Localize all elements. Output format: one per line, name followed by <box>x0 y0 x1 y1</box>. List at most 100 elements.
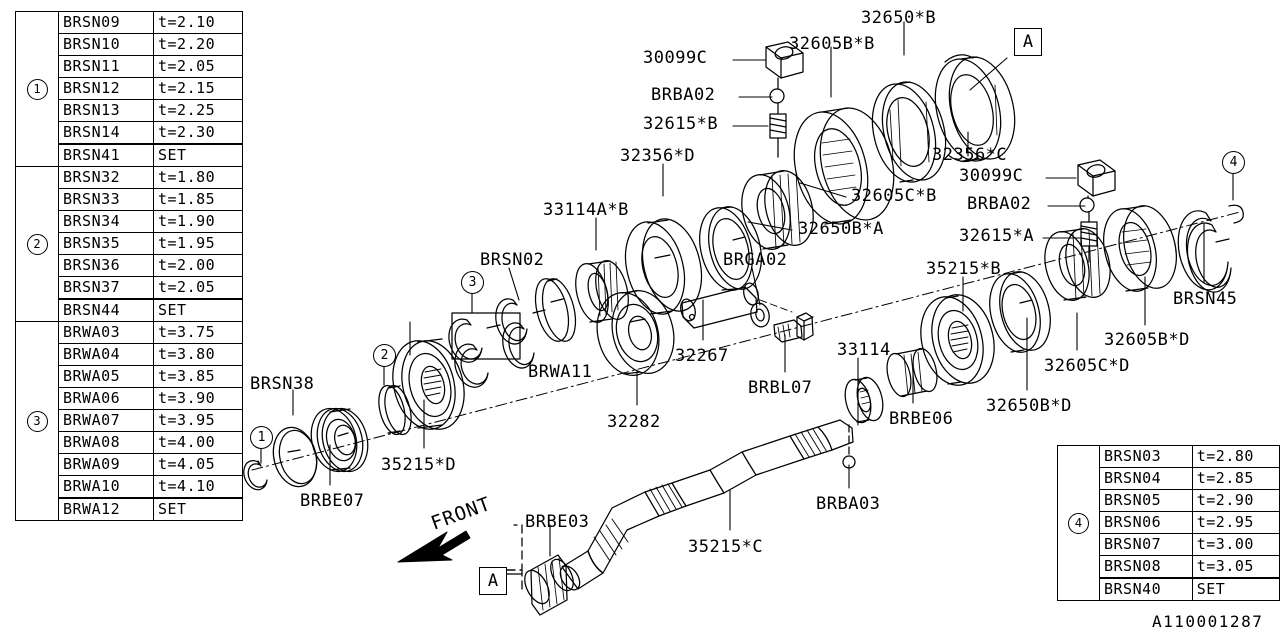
part-code-cell: BRSN12 <box>58 77 154 100</box>
part-ball-brba02-lower <box>1080 196 1094 212</box>
thickness-value-cell: SET <box>153 497 243 521</box>
front-direction-label: FRONT <box>428 492 494 535</box>
part-ball-brba02-upper <box>770 78 784 103</box>
thickness-value-cell: t=3.75 <box>153 321 243 344</box>
part-ring-32356d <box>616 213 710 321</box>
part-coupling-brbe03 <box>520 555 578 615</box>
part-code-cell: BRSN04 <box>1098 467 1193 490</box>
part-number-label: 30099C <box>643 48 708 68</box>
thickness-value-cell: t=2.90 <box>1191 489 1280 512</box>
part-cone-32605cd <box>1038 224 1117 305</box>
part-code-cell: BRSN13 <box>58 99 154 122</box>
thickness-value-cell: t=3.80 <box>153 343 243 366</box>
group-number-cell: 1 <box>15 11 59 167</box>
part-number-label: BRSN45 <box>1173 289 1238 309</box>
thickness-value-cell: t=2.05 <box>153 55 243 78</box>
part-ring-32650ba <box>692 201 770 296</box>
part-number-label: 33114 <box>837 340 891 360</box>
thickness-value-cell: SET <box>153 298 243 322</box>
part-code-cell: BRSN09 <box>58 11 154 34</box>
section-a-bracket <box>507 525 522 592</box>
part-number-label: 32650*B <box>861 8 937 28</box>
part-ring-32650bd <box>982 266 1058 357</box>
part-code-cell: BRSN33 <box>58 188 154 211</box>
part-number-label: 32615*B <box>643 114 719 134</box>
part-number-label: BRBL07 <box>748 378 813 398</box>
part-code-cell: BRSN11 <box>58 55 154 78</box>
thickness-value-cell: t=4.10 <box>153 475 243 499</box>
part-ring-32605bb <box>783 100 904 232</box>
part-code-cell: BRSN36 <box>58 254 154 277</box>
part-code-cell: BRSN41 <box>58 143 154 167</box>
part-code-cell: BRWA09 <box>58 453 154 476</box>
part-number-label: 32605B*D <box>1104 330 1190 350</box>
part-number-label: 30099C <box>959 166 1024 186</box>
thickness-value-cell: t=2.95 <box>1191 511 1280 534</box>
part-number-label: 32356*C <box>932 145 1008 165</box>
thickness-value-cell: t=4.00 <box>153 431 243 454</box>
part-number-label: 32605C*B <box>851 186 937 206</box>
part-spring-32615b <box>770 103 786 157</box>
thickness-value-cell: t=2.20 <box>153 33 243 56</box>
thickness-value-cell: SET <box>1191 577 1280 601</box>
callout-balloon: 4 <box>1222 151 1245 174</box>
part-number-label: BRBA03 <box>816 494 881 514</box>
thickness-value-cell: t=3.00 <box>1191 533 1280 556</box>
group-number-badge: 1 <box>26 79 48 100</box>
part-number-label: BRWA11 <box>528 362 593 382</box>
thickness-value-cell: SET <box>153 143 243 167</box>
group-number-badge: 3 <box>26 411 48 432</box>
part-number-label: BRSN38 <box>250 374 315 394</box>
part-code-cell: BRSN34 <box>58 210 154 233</box>
callout-stems <box>261 172 1233 463</box>
part-code-cell: BRWA12 <box>58 497 154 521</box>
part-ring-32650b <box>863 75 955 189</box>
part-code-cell: BRSN14 <box>58 121 154 145</box>
part-number-label: BRGA02 <box>723 250 788 270</box>
part-number-label: BRSN02 <box>480 250 545 270</box>
group-number-badge: 2 <box>26 234 48 255</box>
part-bearing-brbe07 <box>305 404 374 477</box>
thickness-value-cell: t=3.85 <box>153 365 243 388</box>
part-number-label: 32615*A <box>959 226 1035 246</box>
part-number-label: 32650B*D <box>986 396 1072 416</box>
part-snapring-brsn45 <box>1178 205 1243 292</box>
thickness-value-cell: t=2.10 <box>153 11 243 34</box>
part-code-cell: BRSN37 <box>58 276 154 300</box>
callout-balloon: 1 <box>250 426 273 449</box>
part-washer-brwa11 <box>530 275 582 344</box>
group-number-cell: 3 <box>15 321 59 521</box>
part-spring-32615a <box>1081 212 1097 262</box>
part-code-cell: BRSN32 <box>58 166 154 189</box>
part-number-label: 32605B*B <box>789 34 875 54</box>
drawing-number: A110001287 <box>1152 612 1264 631</box>
thickness-value-cell: t=1.90 <box>153 210 243 233</box>
part-ball-brba03 <box>843 425 855 468</box>
thickness-value-cell: t=2.05 <box>153 276 243 300</box>
part-code-cell: BRSN06 <box>1098 511 1193 534</box>
part-code-cell: BRWA07 <box>58 409 154 432</box>
part-shaft-nose <box>556 551 603 593</box>
part-number-label: BRBE07 <box>300 491 365 511</box>
part-cone-32605cb <box>734 166 820 255</box>
part-sleeve-brbe06 <box>883 346 941 399</box>
callout-balloon: 3 <box>461 271 484 294</box>
section-reference-box: A <box>1014 28 1042 56</box>
part-pin-32267 <box>679 282 792 328</box>
thickness-value-cell: t=3.05 <box>1191 555 1280 579</box>
